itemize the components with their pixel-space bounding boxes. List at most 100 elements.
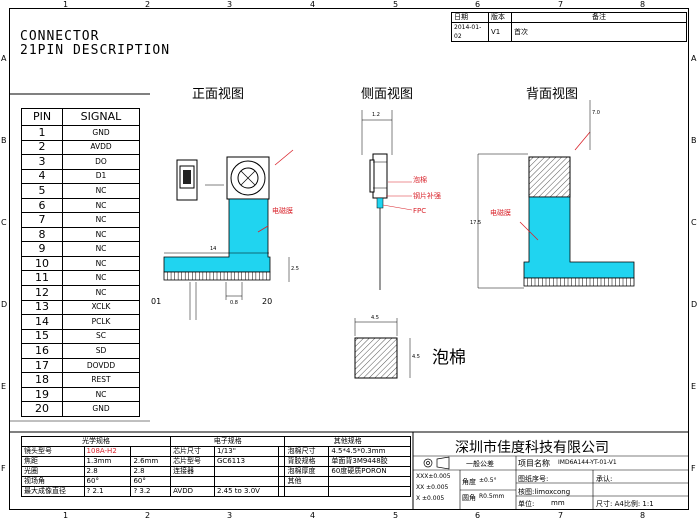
spec-cell: 60度硬质PORON: [328, 466, 411, 477]
column-number: 4: [310, 511, 316, 520]
spec-cell: [277, 486, 286, 497]
side-view-title: 侧面视图: [361, 87, 414, 102]
unit-label: 单位:: [518, 500, 535, 508]
row-letter: A: [1, 54, 7, 63]
spec-optical-header: 光学规格: [20, 436, 172, 447]
spec-cell: [277, 476, 286, 487]
stiffener-label: 钢片补强: [413, 192, 441, 200]
verified-by: 核图:limoxcong: [518, 488, 571, 496]
drawing-number-label: 图纸序号:: [518, 475, 549, 483]
row-letter: F: [1, 464, 6, 473]
project-value: IMD6A144-YT-01-V1: [558, 459, 617, 466]
pin-signal: GND: [62, 401, 140, 417]
spec-cell: [328, 486, 411, 497]
spec-cell: [328, 476, 411, 487]
size-scale: 尺寸: A4比例: 1:1: [596, 500, 654, 508]
row-letter: F: [691, 464, 696, 473]
row-letter: A: [691, 54, 697, 63]
spec-cell: 泡棉厚度: [284, 466, 330, 477]
back-view-title: 背面视图: [526, 87, 579, 102]
row-letter: E: [691, 382, 697, 391]
dimension-foam-height: 4.5: [412, 354, 420, 360]
spec-cell: 最大成像直径: [21, 486, 85, 497]
spec-cell: [213, 466, 279, 477]
spec-cell: ? 2.1: [83, 486, 132, 497]
spec-cell: GC6113: [213, 456, 279, 467]
spec-cell: [277, 466, 286, 477]
spec-cell: 芯片尺寸: [170, 446, 215, 457]
front-em-film-label: 电磁膜: [272, 207, 293, 215]
dimension-width: 7.0: [592, 110, 600, 116]
angle-value: ±0.5°: [479, 477, 497, 484]
title-line-1: CONNECTOR: [20, 29, 100, 44]
column-number: 8: [640, 511, 646, 520]
foam-drawing: [354, 318, 411, 379]
company-name: 深圳市佳度科技有限公司: [455, 440, 609, 456]
tolerance-xx: XX ±0.005: [416, 484, 449, 491]
side-view: [361, 110, 413, 290]
row-letter: C: [1, 218, 7, 227]
spec-cell: 4.5*4.5*0.3mm: [328, 446, 411, 457]
foam-label: 泡棉: [432, 348, 466, 368]
signal-header: SIGNAL: [62, 108, 140, 126]
angle-label: 角度: [462, 478, 476, 486]
spec-cell: 焦距: [21, 456, 85, 467]
front-view: [163, 149, 294, 320]
spec-cell: [284, 486, 330, 497]
spec-cell: 1.3mm: [83, 456, 132, 467]
column-number: 7: [558, 511, 564, 520]
spec-cell: 108A-H2: [83, 446, 132, 457]
column-number: 1: [63, 511, 69, 520]
dimension-height: 2.5: [291, 266, 299, 272]
column-number: 3: [227, 0, 233, 9]
rev-date: 2014-01-02: [451, 22, 489, 42]
pin-header: PIN: [21, 108, 63, 126]
unit-value: mm: [551, 499, 565, 507]
tolerance-label: 一般公差: [466, 460, 494, 468]
pin-01-marker: 01: [151, 297, 162, 306]
column-number: 8: [640, 0, 646, 9]
spec-cell: 2.8: [83, 466, 132, 477]
back-em-film-label: 电磁膜: [490, 209, 511, 217]
side-foam-label: 泡棉: [413, 176, 427, 184]
round-label: 圆角: [462, 494, 476, 502]
spec-cell: ? 3.2: [130, 486, 172, 497]
spec-cell: 芯片型号: [170, 456, 215, 467]
row-letter: D: [1, 300, 8, 309]
dimension-pitch: 0.8: [230, 300, 238, 306]
approve-label: 承认:: [596, 475, 613, 483]
spec-cell: 其他: [284, 476, 330, 487]
fpc-label: FPC: [413, 207, 427, 215]
dimension-foam-width: 4.5: [371, 315, 379, 321]
round-value: R0.5mm: [479, 493, 505, 500]
spec-cell: 2.8: [130, 466, 172, 477]
spec-other-header: 其他规格: [284, 436, 411, 447]
spec-cell: 2.6mm: [130, 456, 172, 467]
column-number: 7: [558, 0, 564, 9]
spec-cell: 60°: [130, 476, 172, 487]
column-number: 3: [227, 511, 233, 520]
column-number: 2: [145, 0, 151, 9]
spec-cell: 背胶规格: [284, 456, 330, 467]
spec-cell: 1/13": [213, 446, 279, 457]
drawing-title: CONNECTOR 21PIN DESCRIPTION: [20, 30, 170, 58]
column-number: 4: [310, 0, 316, 9]
column-number: 5: [393, 511, 399, 520]
title-line-2: 21PIN DESCRIPTION: [20, 43, 171, 58]
spec-cell: 视场角: [21, 476, 85, 487]
row-letter: D: [691, 300, 698, 309]
spec-cell: [130, 446, 172, 457]
